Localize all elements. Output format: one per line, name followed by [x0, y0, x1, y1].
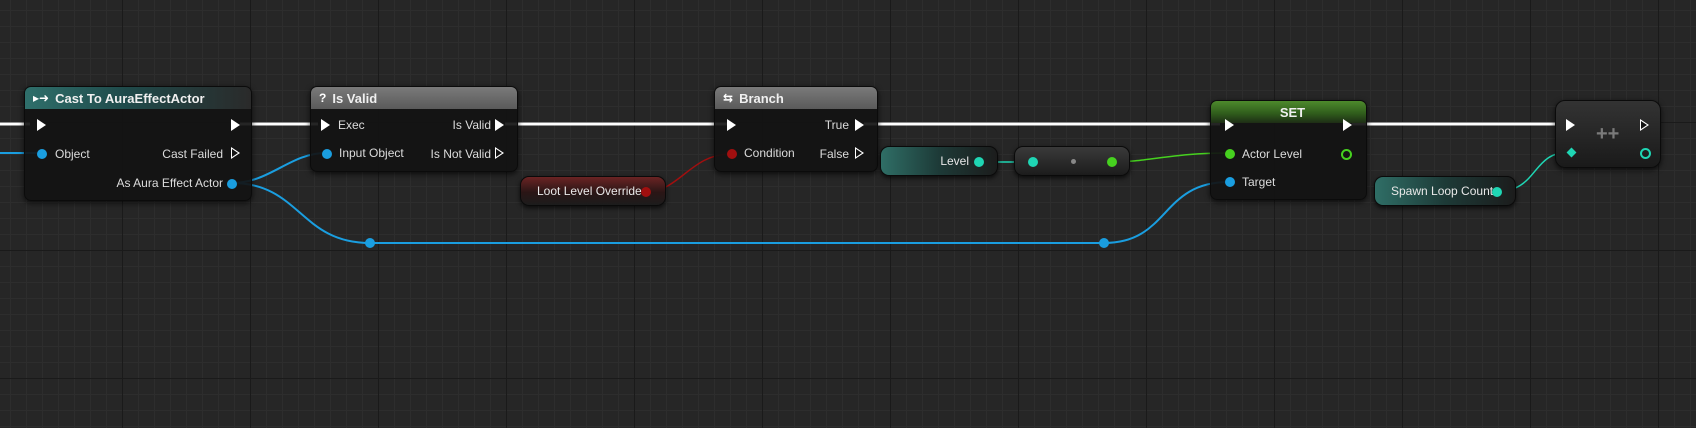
object-pin[interactable]: [37, 149, 47, 159]
set-title: SET: [1279, 104, 1306, 120]
branch-header[interactable]: ⇆ Branch: [715, 87, 877, 109]
input-object-label: Input Object: [339, 146, 404, 160]
condition-pin[interactable]: [727, 149, 737, 159]
cast-node[interactable]: ▸➜ Cast To AuraEffectActor Object Cast F…: [24, 86, 252, 201]
question-icon: ?: [319, 91, 327, 105]
actor-level-out-pin[interactable]: [1341, 149, 1352, 160]
int-output-pin[interactable]: [1640, 148, 1651, 159]
branch-title: Branch: [739, 90, 784, 106]
is-not-valid-pin[interactable]: [495, 147, 504, 159]
level-label: Level: [940, 154, 969, 168]
exec-in-pin[interactable]: [1566, 119, 1575, 131]
spawn-loop-count-node[interactable]: Spawn Loop Count: [1374, 176, 1516, 206]
is-valid-header[interactable]: ? Is Valid: [311, 87, 517, 109]
condition-label: Condition: [744, 146, 795, 160]
int-pin[interactable]: [1492, 187, 1502, 197]
is-valid-label: Is Valid: [452, 118, 491, 132]
int-input-pin[interactable]: [1566, 147, 1577, 158]
is-valid-exec-pin[interactable]: [495, 119, 504, 131]
as-actor-label: As Aura Effect Actor: [116, 176, 224, 190]
cast-failed-label: Cast Failed: [162, 147, 223, 161]
false-label: False: [819, 147, 849, 161]
exec-in-pin[interactable]: [727, 119, 736, 131]
level-variable-node[interactable]: Level: [880, 146, 998, 176]
reroute-knot[interactable]: [1099, 238, 1109, 248]
exec-out-pin[interactable]: [231, 119, 240, 131]
cast-icon: ▸➜: [33, 91, 50, 105]
exec-in-pin[interactable]: [321, 119, 330, 131]
set-header[interactable]: SET: [1211, 101, 1366, 123]
as-actor-pin[interactable]: [227, 179, 237, 189]
true-exec-pin[interactable]: [855, 119, 864, 131]
int-to-float-node[interactable]: [1014, 146, 1130, 176]
conversion-dot-icon: [1071, 159, 1076, 164]
loot-level-override-node[interactable]: Loot Level Override: [520, 176, 666, 206]
reroute-knot[interactable]: [365, 238, 375, 248]
target-label: Target: [1242, 175, 1276, 189]
loot-level-override-label: Loot Level Override: [537, 184, 642, 198]
object-pin-label: Object: [55, 147, 90, 161]
is-valid-node[interactable]: ? Is Valid Exec Is Valid Input Object Is…: [310, 86, 518, 172]
int-input-pin[interactable]: [1028, 157, 1038, 167]
cast-node-title: Cast To AuraEffectActor: [55, 90, 205, 106]
set-node[interactable]: SET Actor Level Target: [1210, 100, 1367, 200]
is-valid-title: Is Valid: [332, 90, 378, 106]
bool-pin[interactable]: [641, 187, 651, 197]
increment-node[interactable]: ++: [1555, 100, 1661, 168]
true-label: True: [824, 118, 849, 132]
cast-failed-pin[interactable]: [231, 147, 240, 159]
actor-level-pin[interactable]: [1225, 149, 1235, 159]
exec-in-pin[interactable]: [37, 119, 46, 131]
exec-label: Exec: [338, 118, 365, 132]
is-not-valid-label: Is Not Valid: [430, 147, 491, 161]
spawn-loop-count-label: Spawn Loop Count: [1391, 184, 1494, 198]
actor-level-label: Actor Level: [1242, 147, 1303, 161]
input-object-pin[interactable]: [322, 149, 332, 159]
cast-node-header[interactable]: ▸➜ Cast To AuraEffectActor: [25, 87, 251, 109]
exec-in-pin[interactable]: [1225, 119, 1234, 131]
exec-out-pin[interactable]: [1640, 119, 1649, 131]
float-output-pin[interactable]: [1107, 157, 1117, 167]
target-pin[interactable]: [1225, 177, 1235, 187]
object-wire[interactable]: [231, 181, 1230, 244]
false-exec-pin[interactable]: [855, 147, 864, 159]
increment-operator-label: ++: [1596, 123, 1620, 145]
int-pin[interactable]: [974, 157, 984, 167]
exec-out-pin[interactable]: [1343, 119, 1352, 131]
branch-node[interactable]: ⇆ Branch True Condition False: [714, 86, 878, 172]
branch-icon: ⇆: [723, 91, 734, 105]
